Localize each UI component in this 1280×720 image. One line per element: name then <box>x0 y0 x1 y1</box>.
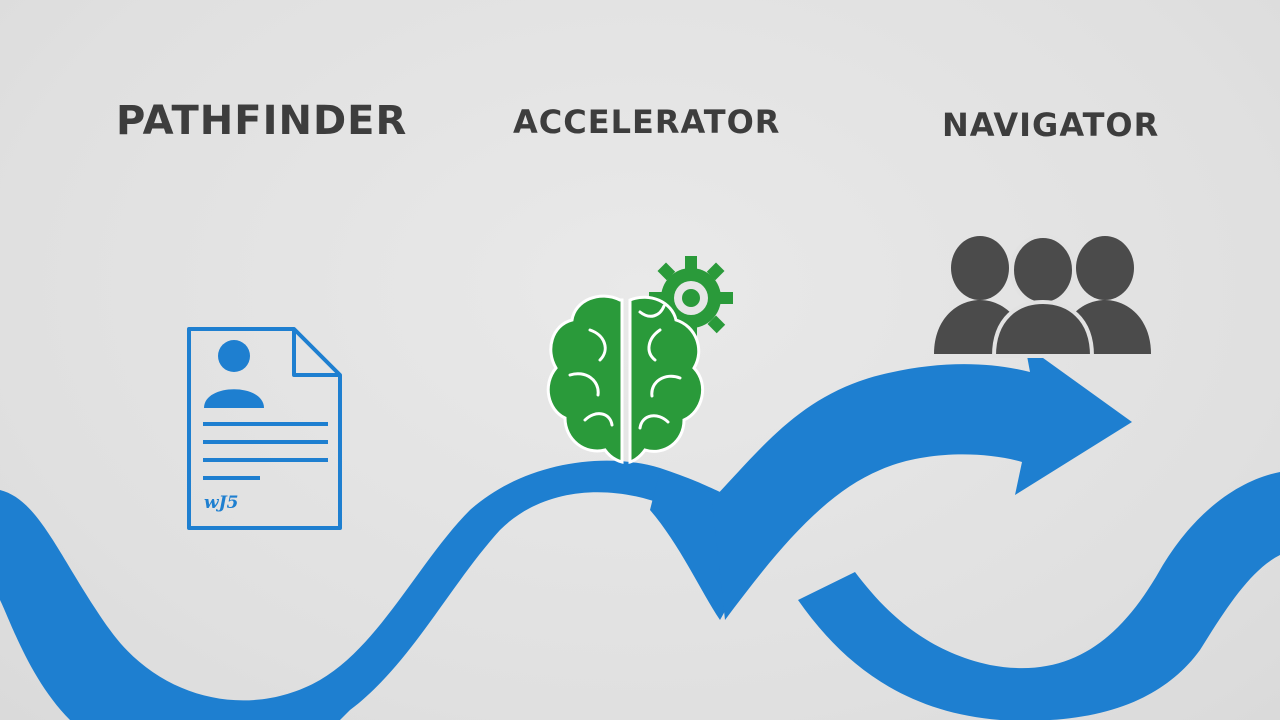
stage-title-navigator: NAVIGATOR <box>942 106 1160 144</box>
group-people-icon <box>934 234 1151 358</box>
document-signature: wJ5 <box>204 493 239 513</box>
stage-title-pathfinder: PATHFINDER <box>116 98 408 144</box>
brain-gear-icon <box>546 256 733 464</box>
person-center <box>991 234 1095 358</box>
winding-path <box>0 345 1280 720</box>
stage-title-accelerator: ACCELERATOR <box>513 103 781 141</box>
brain-folds <box>568 304 682 430</box>
resume-document-icon <box>187 327 342 530</box>
path-segment-left <box>0 460 720 720</box>
brain-shape <box>546 294 705 464</box>
path-segment-right <box>798 472 1280 720</box>
gear-icon <box>649 256 733 340</box>
path-segment-rise <box>712 345 1132 620</box>
